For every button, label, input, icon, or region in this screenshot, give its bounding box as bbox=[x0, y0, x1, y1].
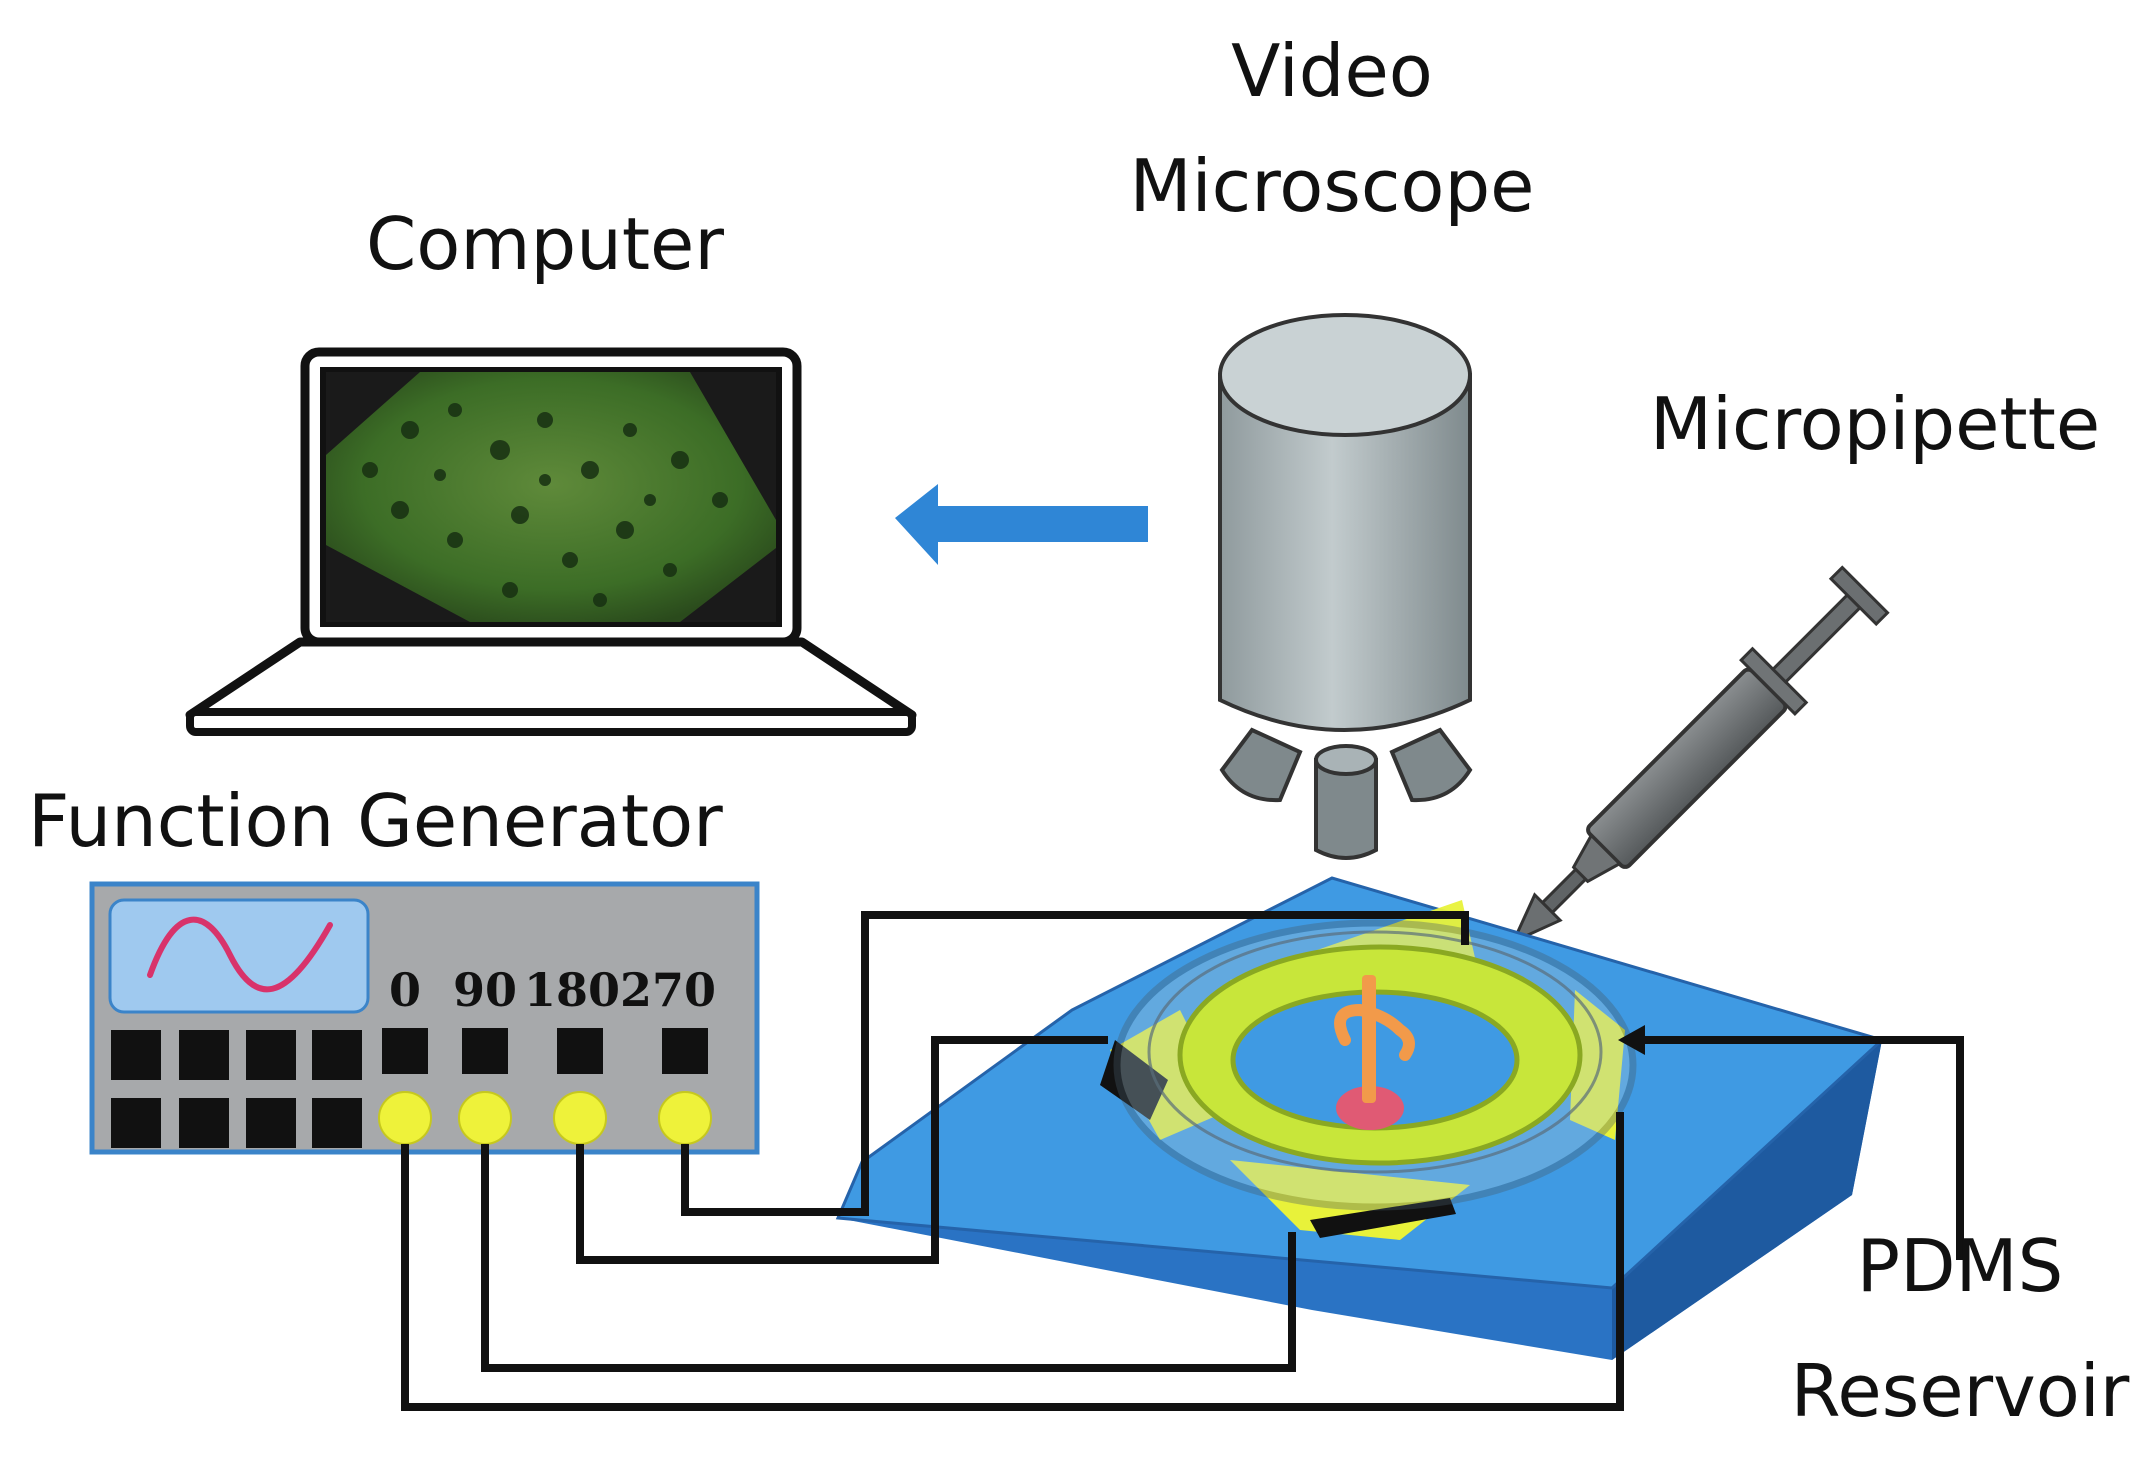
syringe-icon bbox=[1510, 565, 1890, 945]
arrow-left-icon bbox=[895, 484, 1148, 565]
connector-180[interactable] bbox=[553, 1091, 607, 1145]
phase-label-180: 180 bbox=[523, 963, 621, 1017]
phase-label-0: 0 bbox=[388, 963, 422, 1017]
pdms-label-line1: PDMS bbox=[1856, 1224, 2064, 1308]
laptop-icon bbox=[185, 347, 917, 736]
pdms-reservoir bbox=[835, 876, 1885, 1360]
phase-label-90: 90 bbox=[452, 963, 518, 1017]
pdms-label-line2: Reservoir bbox=[1790, 1349, 2130, 1433]
micropipette-label: Micropipette bbox=[1649, 382, 2101, 466]
function-generator-label: Function Generator bbox=[28, 779, 723, 863]
connector-0[interactable] bbox=[378, 1091, 432, 1145]
phase-label-270: 270 bbox=[619, 963, 717, 1017]
connector-270[interactable] bbox=[658, 1091, 712, 1145]
microscope-icon bbox=[1218, 313, 1473, 860]
video-microscope-label-line1: Video bbox=[1231, 29, 1433, 113]
computer-label: Computer bbox=[366, 202, 724, 286]
connector-90[interactable] bbox=[458, 1091, 512, 1145]
function-generator bbox=[89, 881, 760, 1155]
video-microscope-label-line2: Microscope bbox=[1129, 144, 1535, 228]
sine-wave-icon bbox=[147, 916, 333, 993]
wires bbox=[401, 911, 1964, 1411]
pdms-pointer-arrowhead bbox=[1618, 1025, 1645, 1055]
